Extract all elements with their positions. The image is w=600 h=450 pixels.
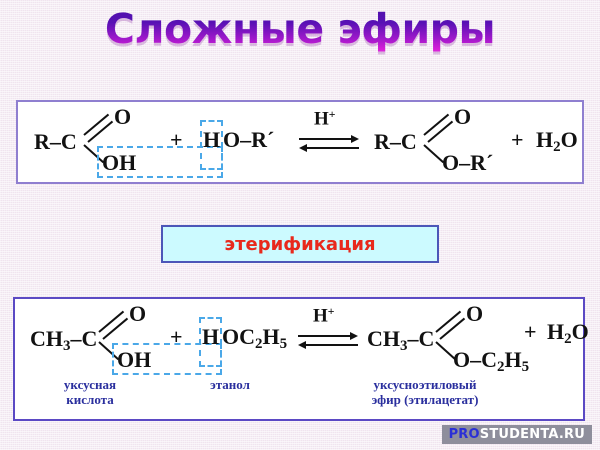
plus-sign-1-general: + xyxy=(170,127,183,152)
acetic-double-bond-b-specific xyxy=(102,317,129,340)
equilibrium-arrow-forward-line-specific xyxy=(298,335,352,337)
alcohol-rest-general: O–R´ xyxy=(223,127,275,152)
equilibrium-arrow-forward-head-specific xyxy=(350,332,358,340)
equilibrium-arrow-reverse-line-general xyxy=(305,147,359,149)
double-bond-line-b-general xyxy=(87,120,114,143)
reaction-panel-specific: CH3–C O OH + H OC2H5 H+ CH3–C O O–C2H5 +… xyxy=(13,297,589,421)
equilibrium-arrow-reverse-head-specific xyxy=(298,341,306,349)
acid-backbone-general: R–C xyxy=(34,129,77,154)
catalyst-label-specific: H+ xyxy=(313,305,335,327)
ethyl-acetate-ester-oxygen-specific: O–C2H5 xyxy=(453,347,530,376)
acetic-methyl-specific: CH3–C xyxy=(30,326,98,355)
plus-sign-2-specific: + xyxy=(524,319,537,344)
ester-oxygen-r-general: O–R´ xyxy=(442,150,494,175)
acetic-carbonyl-oxygen-specific: O xyxy=(129,301,147,326)
caption-ethyl-acetate: уксусноэтиловый эфир (этилацетат) xyxy=(371,377,479,407)
caption-ethanol: этанол xyxy=(210,377,250,392)
page-title: Сложные эфиры xyxy=(0,2,600,56)
equilibrium-arrow-reverse-line-specific xyxy=(304,344,358,346)
acid-hydroxyl-general: OH xyxy=(102,150,137,175)
page-title-shadow: Сложные эфиры xyxy=(0,5,600,59)
leaving-group-highlight-h-specific xyxy=(199,317,222,367)
ethanol-leaving-hydrogen-specific: H xyxy=(202,324,220,349)
equilibrium-arrow-reverse-head-general xyxy=(299,144,307,152)
catalyst-label-general: H+ xyxy=(314,108,336,130)
alcohol-leaving-hydrogen-general: H xyxy=(203,127,221,152)
leaving-group-highlight-h-general xyxy=(200,120,223,170)
equilibrium-arrow-forward-line-general xyxy=(299,138,353,140)
esterification-label-box: этерификация xyxy=(161,225,439,263)
highlight-join-mask-general xyxy=(202,148,221,168)
plus-sign-2-general: + xyxy=(511,127,524,152)
ester-single-bond-general xyxy=(423,144,444,164)
plus-sign-1-specific: + xyxy=(170,324,183,349)
ester-backbone-general: R–C xyxy=(374,129,417,154)
caption-acetic-acid: уксусная кислота xyxy=(63,377,117,407)
ethyl-acetate-double-bond-b-specific xyxy=(439,317,466,340)
highlight-join-mask-specific xyxy=(201,345,220,365)
ethyl-acetate-methyl-specific: CH3–C xyxy=(367,326,435,355)
acid-carbonyl-oxygen-general: O xyxy=(114,104,132,129)
esterification-label: этерификация xyxy=(224,233,376,255)
ethyl-acetate-carbonyl-oxygen-specific: O xyxy=(466,301,484,326)
watermark-suffix: STUDENTA.RU xyxy=(479,427,585,442)
ester-double-bond-b-general xyxy=(427,120,454,143)
water-molecule-specific: H2O xyxy=(547,319,589,348)
water-molecule-general: H2O xyxy=(536,127,578,156)
ester-carbonyl-oxygen-general: O xyxy=(454,104,472,129)
acetic-hydroxyl-specific: OH xyxy=(117,347,152,372)
watermark-prefix: PRO xyxy=(448,427,480,442)
equilibrium-arrow-general xyxy=(299,135,361,154)
ethanol-rest-specific: OC2H5 xyxy=(222,324,288,353)
reaction-panel-general: R–C O OH + H O–R´ H+ R–C O xyxy=(16,100,584,184)
equilibrium-arrow-forward-head-general xyxy=(351,135,359,143)
equilibrium-arrow-specific xyxy=(298,332,360,351)
